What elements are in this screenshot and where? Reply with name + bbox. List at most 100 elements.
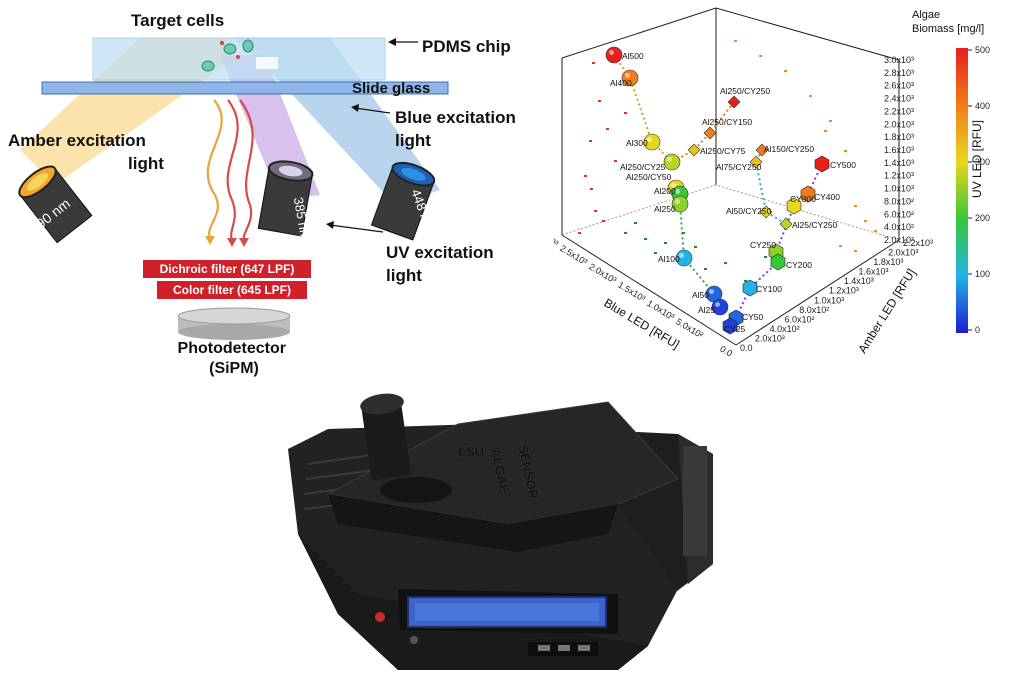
- point-label: CY400: [814, 192, 840, 202]
- projection-dot: [644, 238, 647, 240]
- colorbar-tick-label: 500: [975, 45, 990, 55]
- projection-dot: [829, 120, 832, 122]
- data-point: CY25: [722, 317, 746, 335]
- z-tick-label: 2.0x10³: [884, 119, 914, 129]
- data-point: Al100: [658, 249, 693, 267]
- projection-dot: [854, 250, 857, 252]
- projection-dot: [654, 252, 657, 254]
- projection-dot: [764, 256, 767, 258]
- x-tick-label: 1.5x10³: [616, 280, 647, 304]
- projection-dot: [724, 262, 727, 264]
- diamond-marker: [755, 143, 769, 157]
- point-label: CY300: [790, 194, 816, 204]
- z-tick-label: 1.6x10³: [884, 145, 914, 155]
- cube-marker: [814, 155, 830, 173]
- point-label: Al400: [610, 78, 632, 88]
- power-button: [375, 612, 385, 622]
- cube-marker: [770, 253, 786, 271]
- data-point: CY200: [770, 253, 812, 271]
- sphere-marker: [605, 46, 623, 64]
- series-link: [671, 101, 735, 163]
- point-label: Al75/CY250: [716, 162, 762, 172]
- photodetector-label: Photodetector (SiPM): [178, 340, 291, 377]
- cube-marker: [786, 197, 802, 215]
- data-point: Al50: [692, 285, 723, 303]
- uv-led: [257, 160, 314, 237]
- projection-dot: [864, 220, 867, 222]
- z-tick-label: 2.0x10²: [884, 235, 914, 245]
- uv-light-label: UV excitation light: [386, 243, 498, 285]
- point-label: CY100: [756, 284, 782, 294]
- projection-dot: [734, 40, 737, 42]
- colorbar-tick-label: 400: [975, 101, 990, 111]
- z-tick-label: 2.8x10³: [884, 68, 914, 78]
- z-tick-label: 1.0x10³: [884, 184, 914, 194]
- z-tick-label: 2.2x10³: [884, 106, 914, 116]
- point-label: CY50: [742, 312, 764, 322]
- blue-led: [370, 161, 436, 241]
- point-label: Al50: [692, 290, 709, 300]
- projection-dot: [664, 242, 667, 244]
- z-tick-label: 6.0x10²: [884, 209, 914, 219]
- colorbar: [956, 48, 968, 333]
- y-tick-label: 2.0x10³: [888, 248, 918, 258]
- projection-dot: [844, 150, 847, 152]
- diamond-marker: [759, 205, 773, 219]
- x-tick-label: 2.5x10³: [558, 243, 589, 267]
- y-tick-label: 8.0x10²: [799, 305, 829, 315]
- data-point: CY400: [800, 185, 840, 203]
- diamond-marker: [703, 126, 717, 140]
- data-point: Al75/CY250: [716, 155, 763, 172]
- projection-dot: [854, 205, 857, 207]
- y-tick-label: 0.0: [740, 343, 753, 353]
- amber-led: [18, 165, 93, 244]
- z-axis-title: UV LED [RFU]: [970, 120, 984, 198]
- data-point: Al250/CY250: [720, 86, 770, 109]
- z-tick-label: 2.4x10³: [884, 94, 914, 104]
- colorbar-title: Algae Biomass [mg/l]: [912, 9, 984, 35]
- color-filter: [157, 281, 307, 299]
- point-label: Al250/CY25: [620, 162, 666, 172]
- led-385-label: 385 nm: [291, 196, 313, 241]
- x-axis-title: Blue LED [RFU]: [602, 296, 682, 352]
- projection-dot: [809, 95, 812, 97]
- point-label: Al250/CY50: [626, 172, 672, 182]
- colorbar-tick-label: 100: [975, 269, 990, 279]
- data-point: Al400: [610, 69, 639, 88]
- point-label: Al250/CY150: [702, 117, 752, 127]
- projection-dot: [744, 280, 747, 282]
- slide-glass-label: Slide glass: [352, 80, 430, 97]
- pdms-chip-label: PDMS chip: [422, 37, 511, 56]
- projection-dot: [624, 232, 627, 234]
- data-point: Al500: [605, 46, 644, 64]
- point-label: Al500: [622, 51, 644, 61]
- point-label: Al50/CY250: [726, 206, 772, 216]
- scatter-3d-chart: 0.05.0x10²1.0x10³1.5x10³2.0x10³2.5x10³3.…: [554, 7, 990, 359]
- z-tick-label: 8.0x10²: [884, 196, 914, 206]
- amber-light-label: Amber excitation light: [8, 131, 164, 173]
- projection-dot: [634, 222, 637, 224]
- series-link: [754, 149, 787, 225]
- diamond-marker: [727, 95, 741, 109]
- z-tick-label: 1.4x10³: [884, 158, 914, 168]
- projection-dot: [592, 62, 595, 64]
- colorbar-tick-label: 200: [975, 213, 990, 223]
- color-filter-label: Color filter (645 LPF): [173, 283, 291, 297]
- data-point: CY100: [742, 279, 782, 297]
- cube-marker: [742, 279, 758, 297]
- y-tick-label: 1.8x10³: [873, 257, 903, 267]
- projection-dot: [598, 100, 601, 102]
- sample-cap: [360, 393, 452, 503]
- cube-marker: [722, 317, 738, 335]
- pdms-chip: [92, 37, 386, 81]
- dichroic-filter-label: Dichroic filter (647 LPF): [160, 262, 295, 276]
- point-label: CY25: [724, 324, 746, 334]
- projection-dot: [589, 140, 592, 142]
- emission-arrows: [205, 99, 254, 247]
- cube-marker: [800, 185, 816, 203]
- dichroic-filter: [143, 260, 311, 278]
- diamond-marker: [749, 155, 763, 169]
- data-point: Al300: [626, 133, 661, 151]
- diamond-marker: [687, 143, 701, 157]
